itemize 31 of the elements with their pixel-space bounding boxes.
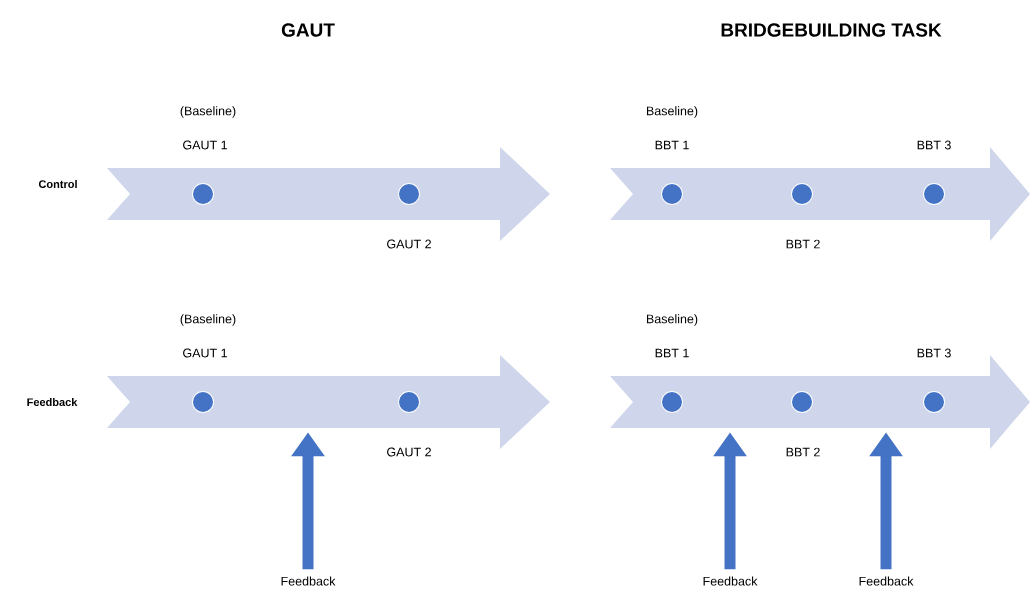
timepoint-label: Baseline) bbox=[646, 314, 698, 326]
timepoint-label: BBT 3 bbox=[917, 348, 951, 358]
caption-text: Feedback bbox=[703, 576, 758, 586]
timepoint-dot bbox=[923, 391, 945, 413]
timepoint-dot bbox=[192, 183, 214, 205]
timepoint-label: BBT 2 bbox=[786, 239, 820, 249]
timepoint-label: GAUT 1 bbox=[183, 140, 227, 150]
timepoint-label: GAUT 1 bbox=[183, 348, 227, 358]
timepoint-dot bbox=[661, 183, 683, 205]
timepoint-dot bbox=[192, 391, 214, 413]
timepoint-label: BBT 2 bbox=[786, 447, 820, 457]
timepoint-label: Baseline) bbox=[646, 106, 698, 118]
heading-text: Feedback bbox=[27, 397, 78, 407]
caption-text: Feedback bbox=[859, 576, 914, 586]
timepoint-dot bbox=[791, 391, 813, 413]
timepoint-dot bbox=[398, 183, 420, 205]
timepoint-dot bbox=[791, 183, 813, 205]
timepoint-dot bbox=[923, 183, 945, 205]
timepoint-dot bbox=[661, 391, 683, 413]
timepoint-dot bbox=[398, 391, 420, 413]
timepoint-label: BBT 1 bbox=[655, 140, 689, 150]
heading-text: BRIDGEBUILDING TASK bbox=[721, 23, 942, 37]
timepoint-label: BBT 1 bbox=[655, 348, 689, 358]
timepoint-label: GAUT 2 bbox=[387, 447, 431, 457]
timepoint-label: (Baseline) bbox=[180, 314, 236, 326]
caption-text: Feedback bbox=[281, 576, 336, 586]
heading-text: GAUT bbox=[281, 23, 335, 37]
timepoint-label: GAUT 2 bbox=[387, 239, 431, 249]
timepoint-label: (Baseline) bbox=[180, 106, 236, 118]
heading-text: Control bbox=[38, 179, 77, 189]
timepoint-label: BBT 3 bbox=[917, 140, 951, 150]
